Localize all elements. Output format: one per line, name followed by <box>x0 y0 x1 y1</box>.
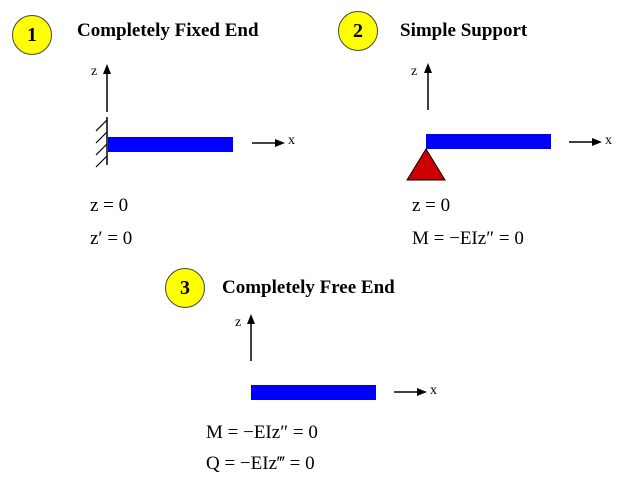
panel-2-title: Simple Support <box>400 20 528 41</box>
panel-1-x-axis-label: x <box>288 133 295 148</box>
panel-1-number-badge: 1 <box>12 15 52 55</box>
panel-2-z-axis-arrowhead <box>424 63 432 73</box>
panel-3-beam <box>251 385 376 400</box>
panel-2-z-axis-label: z <box>411 64 417 79</box>
panel-3-z-axis-arrowhead <box>247 314 255 324</box>
panel-2-beam <box>426 134 551 149</box>
panel-1-wall-hatch <box>95 119 108 168</box>
panel-3-condition-1: M = −EIz″ = 0 <box>206 422 318 443</box>
panel-3-z-axis-label: z <box>235 315 241 330</box>
panel-1-x-axis-arrowhead <box>275 139 285 147</box>
panel-1-z-axis-arrowhead <box>103 64 111 74</box>
panel-1-beam <box>108 137 233 152</box>
panel-2-number-badge: 2 <box>338 11 378 51</box>
panel-1-condition-2: z′ = 0 <box>90 228 133 249</box>
panel-2-x-axis-arrowhead <box>592 138 602 146</box>
panel-1-z-axis-label: z <box>91 64 97 79</box>
panel-3-x-axis-arrowhead <box>417 388 427 396</box>
panel-3-title: Completely Free End <box>222 277 395 298</box>
panel-3-x-axis-label: x <box>430 383 437 398</box>
panel-2-condition-1: z = 0 <box>412 195 451 216</box>
panel-3-number: 3 <box>180 276 190 299</box>
panel-2-x-axis-label: x <box>605 133 612 148</box>
panel-2-condition-2: M = −EIz″ = 0 <box>412 228 524 249</box>
panel-2-triangle-support <box>406 148 446 181</box>
panel-3-number-badge: 3 <box>165 268 205 308</box>
panel-3-condition-2: Q = −EIz‴ = 0 <box>206 453 315 474</box>
panel-1-title: Completely Fixed End <box>77 20 259 41</box>
panel-2-number: 2 <box>353 19 363 42</box>
panel-1-number: 1 <box>27 23 37 46</box>
panel-1-condition-1: z = 0 <box>90 195 129 216</box>
